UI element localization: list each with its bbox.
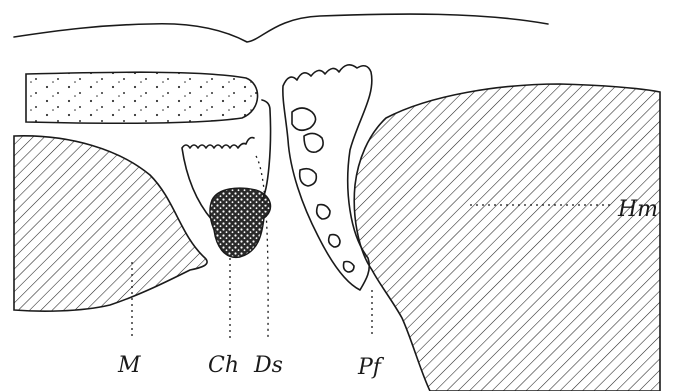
label-ch: Ch [208, 353, 239, 378]
chorda-ch [210, 188, 271, 257]
fold-detail-6 [344, 262, 355, 273]
hatched-mass-hm [354, 84, 660, 391]
fold-detail-4 [317, 205, 330, 219]
fold-detail-3 [300, 169, 317, 186]
fold-detail-5 [329, 235, 340, 247]
top-outline [14, 14, 548, 42]
fold-detail-2 [304, 133, 323, 152]
label-m: M [117, 353, 141, 378]
label-pf: Pf [357, 355, 385, 380]
fold-detail-1 [292, 108, 316, 130]
dotted-body [26, 72, 258, 123]
label-ds: Ds [253, 353, 283, 378]
hatched-mass-m [14, 136, 207, 311]
label-hm: Hm [617, 197, 658, 222]
